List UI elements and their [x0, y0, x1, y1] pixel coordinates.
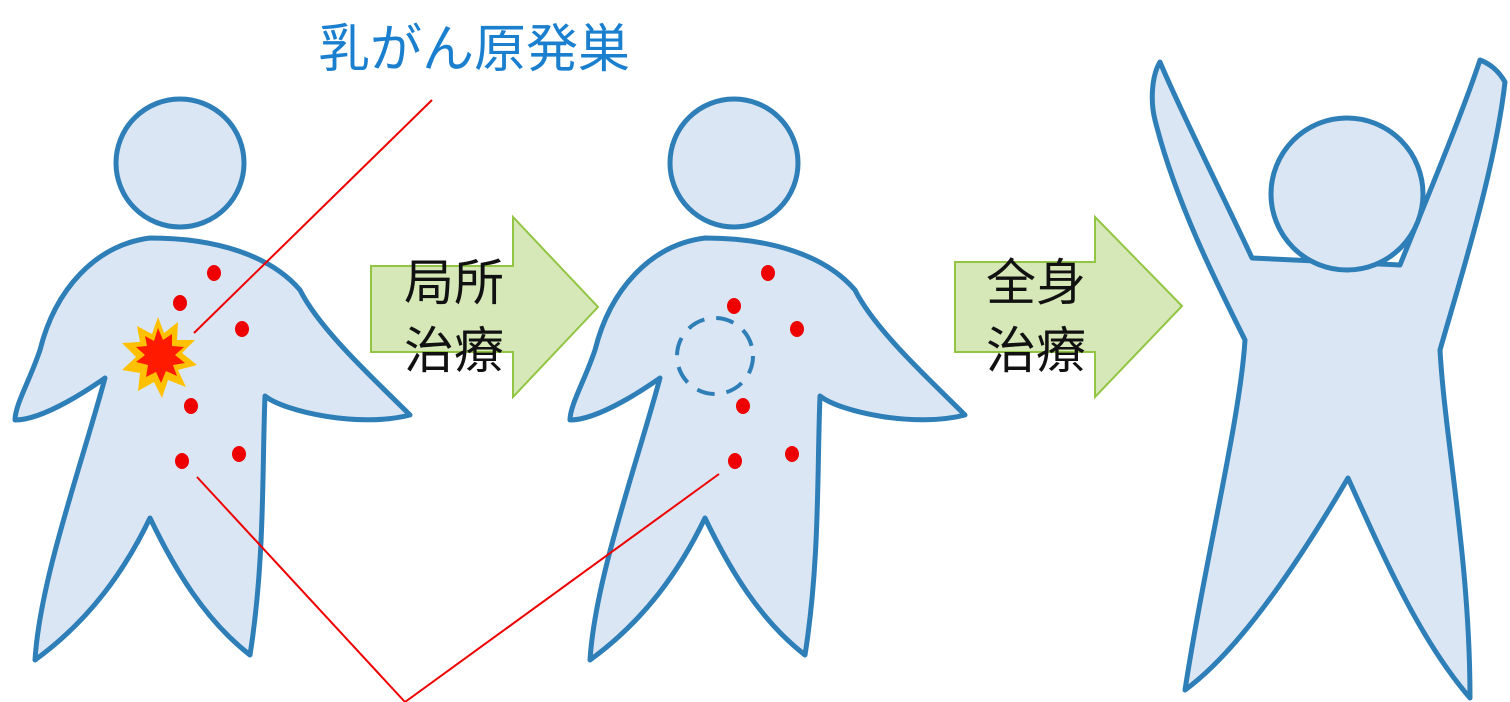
local-treatment-label-line1: 局所 [404, 254, 504, 312]
local-treatment-arrow: 局所 治療 [370, 214, 600, 400]
metastasis-dot [184, 398, 198, 414]
leader-line-metastasis-left [196, 476, 406, 702]
metastasis-dot [727, 298, 741, 314]
metastasis-dot [785, 446, 799, 462]
metastasis-dot [232, 446, 246, 462]
metastasis-dot [790, 321, 804, 337]
metastasis-dot [207, 265, 221, 281]
metastasis-dot [235, 321, 249, 337]
head [667, 96, 801, 230]
metastasis-dot [728, 453, 742, 469]
right-arrow-icon [370, 214, 600, 400]
body-silhouette [12, 235, 413, 663]
right-arrow-icon [954, 214, 1184, 400]
primary-tumor-label: 乳がん原発巣 [318, 20, 630, 80]
systemic-treatment-arrow: 全身 治療 [954, 214, 1184, 400]
metastases [727, 265, 804, 469]
systemic-treatment-label-line2: 治療 [986, 322, 1086, 380]
leader-line-primary-tumor [193, 99, 433, 334]
body-silhouette [1149, 57, 1508, 701]
dashed-circle-icon [675, 316, 755, 396]
metastasis-dot [761, 265, 775, 281]
figure-after-local-treatment [567, 96, 968, 663]
leader-lines [193, 99, 720, 702]
figure-before-treatment [12, 96, 413, 663]
head [113, 96, 247, 230]
metastasis-dot [736, 398, 750, 414]
systemic-treatment-label-line1: 全身 [986, 254, 1086, 312]
tumor-burst-icon [122, 317, 197, 398]
local-treatment-label-line2: 治療 [404, 322, 504, 380]
body-silhouette [567, 235, 968, 663]
metastases [173, 265, 249, 469]
figure-after-systemic-treatment [1149, 57, 1508, 701]
head [1268, 115, 1426, 273]
metastasis-dot [173, 295, 187, 311]
metastasis-dot [175, 453, 189, 469]
leader-line-metastasis-right [404, 473, 720, 702]
